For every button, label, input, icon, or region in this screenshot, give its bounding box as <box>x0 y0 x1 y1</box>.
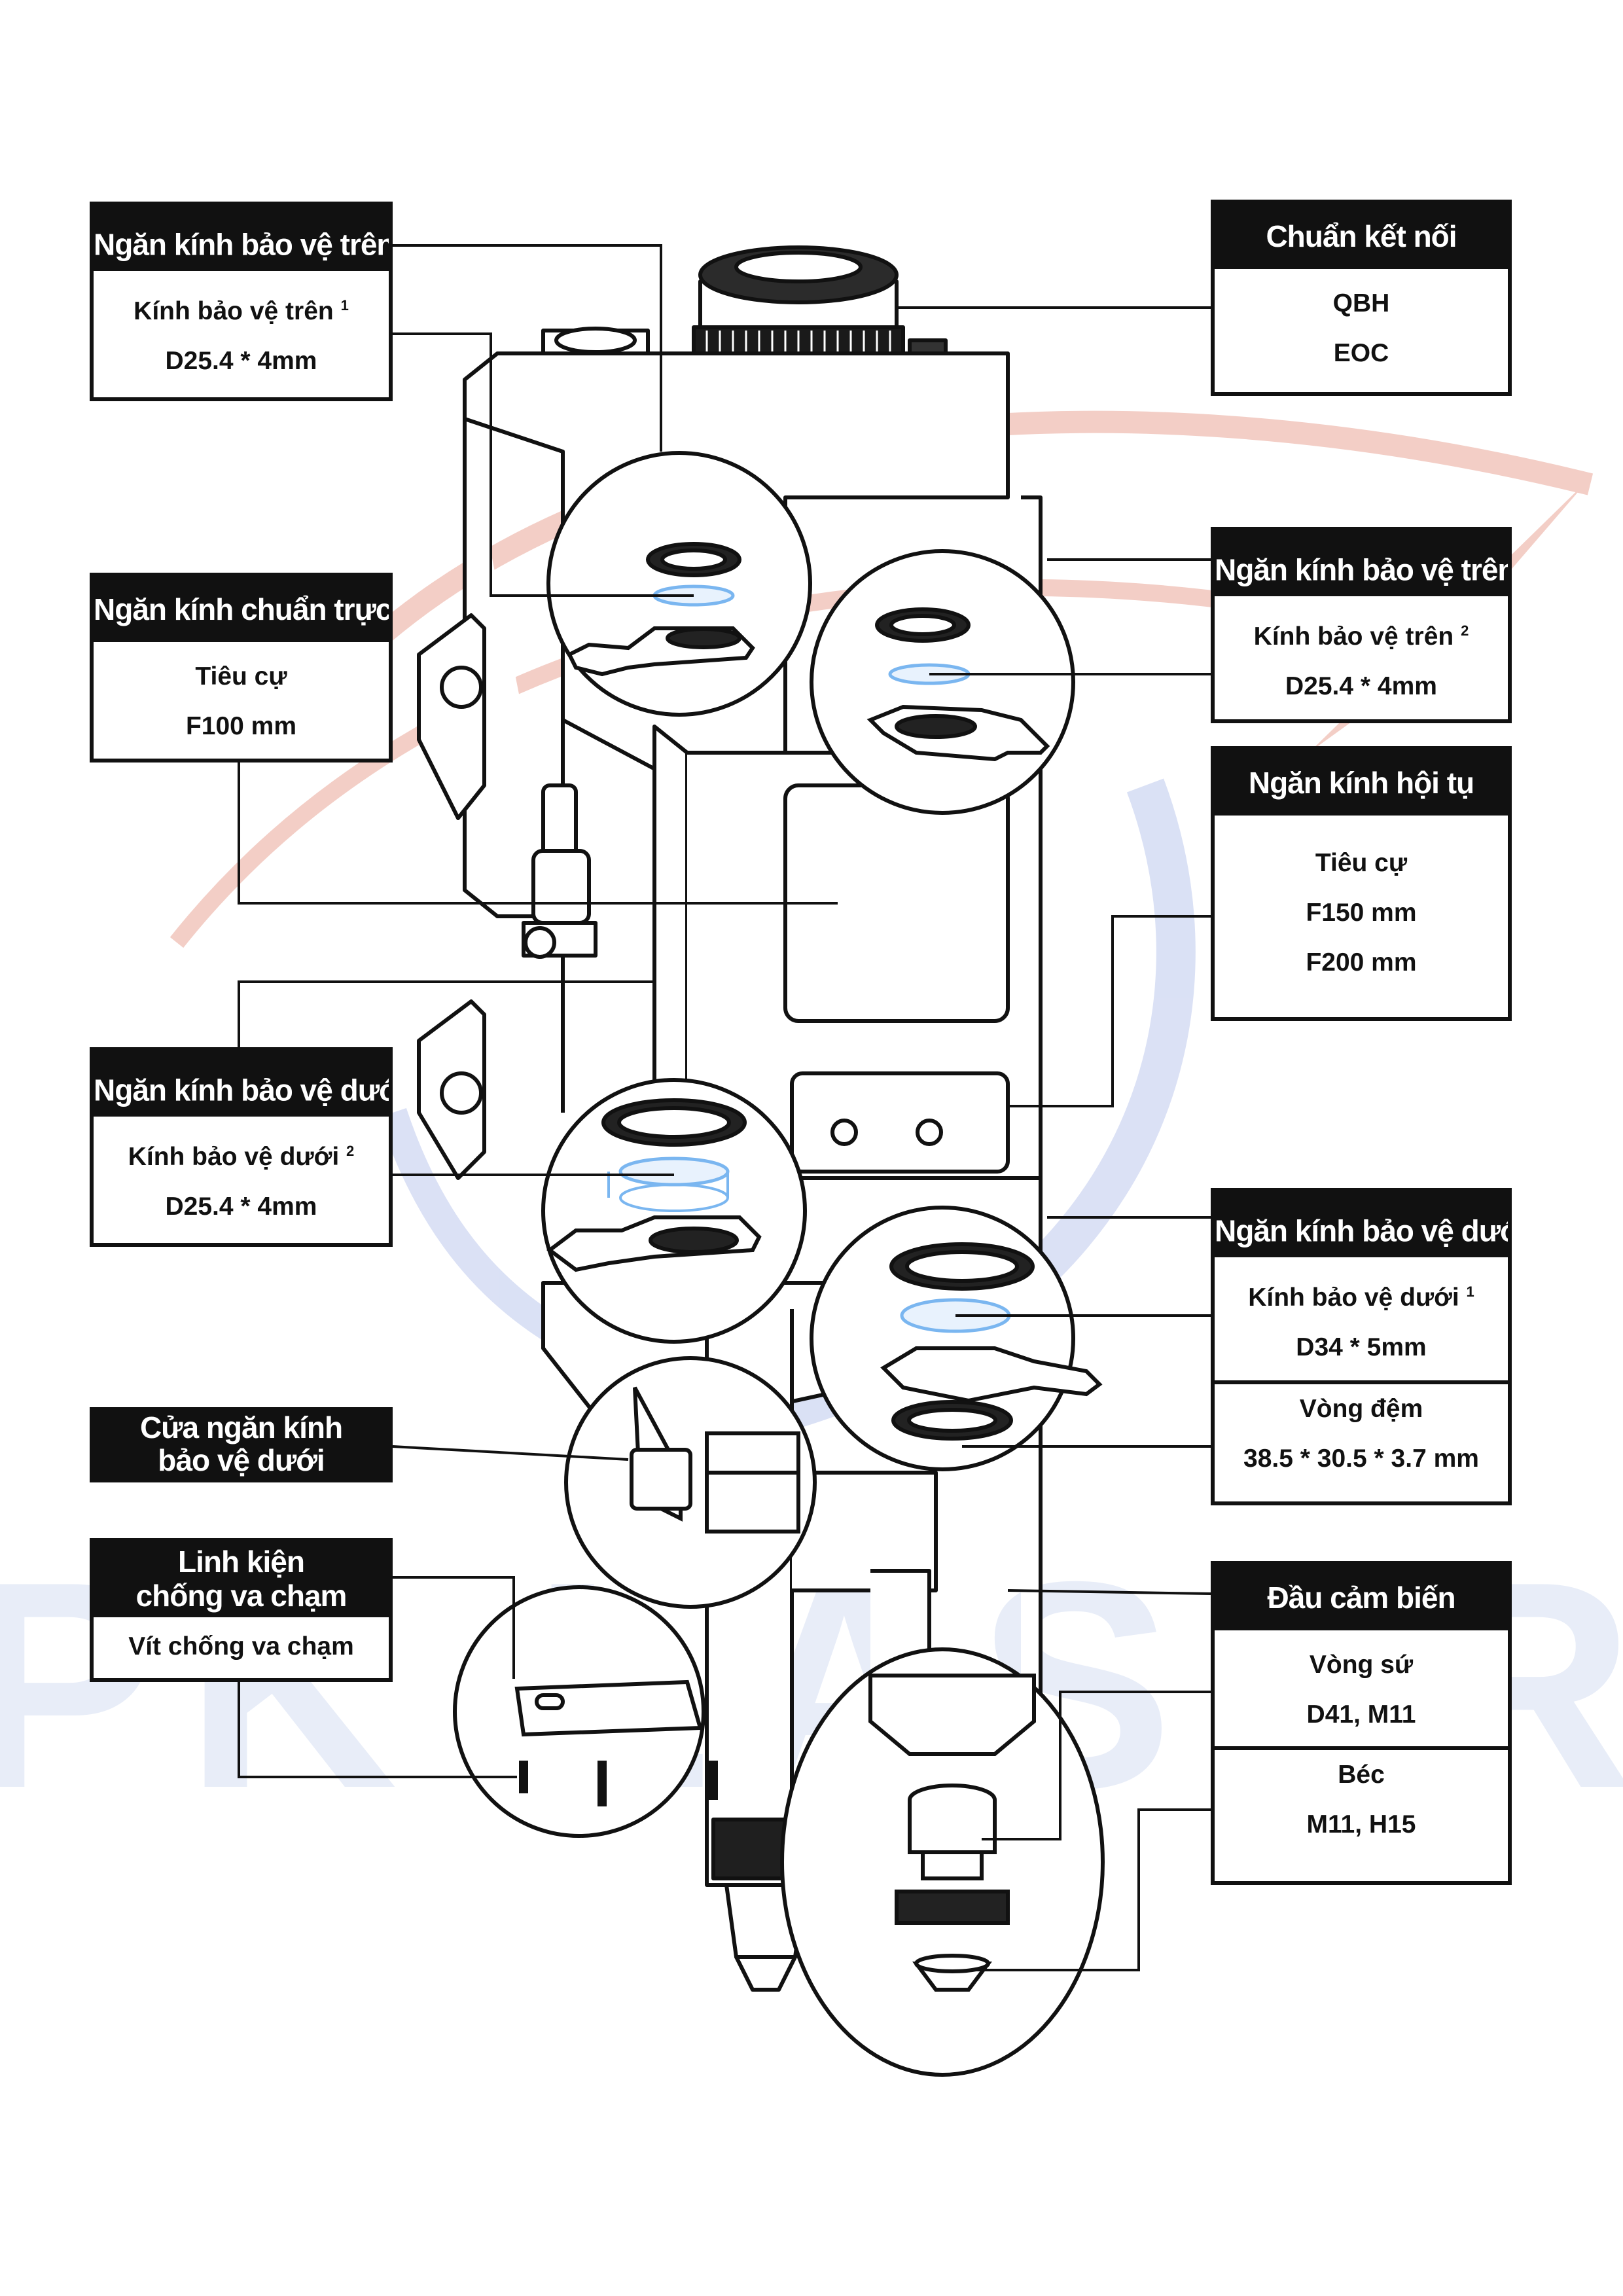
callout-connection-standard: Chuẩn kết nối QBH EOC <box>1211 200 1512 396</box>
nozzle-label: Béc <box>1338 1761 1385 1789</box>
callout-title: Chuẩn kết nối <box>1215 204 1508 269</box>
callout-lower-drawer-door: Cửa ngăn kính bảo vệ dưới <box>90 1407 393 1482</box>
lens-name: Kính bảo vệ trên <box>1253 622 1454 651</box>
divider <box>1215 1380 1508 1384</box>
callout-title: Ngăn kính hội tụ <box>1215 750 1508 816</box>
connection-value-qbh: QBH <box>1332 289 1390 317</box>
lens-name: Kính bảo vệ dưới <box>1248 1283 1459 1312</box>
gasket-label: Vòng đệm <box>1299 1395 1423 1423</box>
callout-collimator: Ngăn kính chuẩn trực Tiêu cự F100 mm <box>90 573 393 762</box>
connection-value-eoc: EOC <box>1333 339 1389 367</box>
callout-title: Cửa ngăn kính bảo vệ dưới <box>90 1407 393 1482</box>
lens-name: Kính bảo vệ trên <box>134 297 334 325</box>
lens-size: D25.4 * 4mm <box>165 1193 317 1221</box>
lens-size: D25.4 * 4mm <box>1285 672 1437 700</box>
callout-title: Đầu cảm biến <box>1215 1565 1508 1630</box>
divider <box>1215 1746 1508 1750</box>
callout-title: Linh kiện chống va chạm <box>94 1542 389 1617</box>
focal-value: F100 mm <box>185 712 297 740</box>
focal-value-200: F200 mm <box>1306 948 1417 977</box>
focal-label: Tiêu cự <box>195 662 287 691</box>
callout-sensor-head: Đầu cảm biến Vòng sứ D41, M11 Béc M11, H… <box>1211 1561 1512 1885</box>
focal-value-150: F150 mm <box>1306 899 1417 927</box>
focal-label: Tiêu cự <box>1315 849 1408 877</box>
callout-title: Ngăn kính chuẩn trực <box>94 577 389 642</box>
nozzle-value: M11, H15 <box>1306 1810 1416 1839</box>
lens-size: D25.4 * 4mm <box>165 347 317 375</box>
lens-size: D34 * 5mm <box>1296 1333 1427 1361</box>
ceramic-value: D41, M11 <box>1306 1700 1416 1729</box>
callout-focusing: Ngăn kính hội tụ Tiêu cự F150 mm F200 mm <box>1211 746 1512 1021</box>
lens-drawer-detail <box>453 451 1105 2077</box>
anti-collision-item: Vít chống va chạm <box>128 1632 354 1660</box>
leader-lines <box>238 244 1211 1971</box>
lens-name: Kính bảo vệ dưới <box>128 1143 340 1171</box>
ceramic-label: Vòng sứ <box>1309 1651 1414 1679</box>
gasket-size: 38.5 * 30.5 * 3.7 mm <box>1243 1444 1479 1473</box>
callout-anti-collision: Linh kiện chống va chạm Vít chống va chạ… <box>90 1538 393 1682</box>
